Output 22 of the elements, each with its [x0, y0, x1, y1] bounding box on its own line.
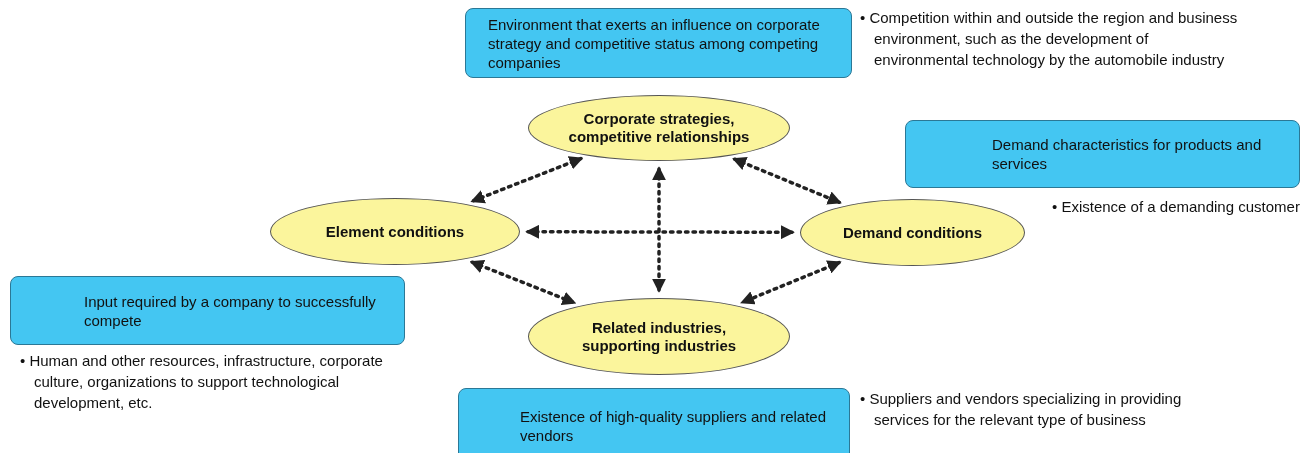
- description-box: [10, 276, 405, 345]
- description-box: [465, 8, 852, 78]
- bullet-note: • Suppliers and vendors specializing in providing services for the relevant type of business: [860, 389, 1183, 430]
- dotted-arrow: [652, 166, 666, 293]
- dotted-arrow: [469, 259, 577, 305]
- bullet-note: • Human and other resources, infrastructure, corporate culture, organizations to support technological development, etc.: [20, 351, 384, 413]
- box-text: Element conditions: [325, 222, 465, 241]
- bullet-note: • Competition within and outside the region and business environment, such as the development of environmental technology by the automobile industry: [860, 8, 1239, 70]
- box-text: Demand conditions: [842, 223, 983, 242]
- dotted-arrow: [470, 156, 584, 204]
- box-text: Input required by a company to successfully compete: [84, 291, 377, 330]
- box-text: Corporate strategies, competitive relationships: [567, 110, 751, 146]
- dotted-arrow: [525, 224, 795, 240]
- description-box: [905, 120, 1300, 188]
- box-text: Demand characteristics for products and services: [992, 135, 1263, 173]
- description-box: [458, 388, 850, 453]
- bullet-note: • Existence of a demanding customer: [1052, 197, 1301, 217]
- box-text: Existence of high-quality suppliers and related vendors: [520, 406, 827, 445]
- dotted-arrow: [740, 260, 842, 305]
- box-text: Environment that exerts an influence on corporate strategy and competitive status among competing companies: [488, 14, 821, 72]
- box-text: Related industries, supporting industries: [580, 318, 738, 355]
- dotted-arrow: [732, 157, 842, 205]
